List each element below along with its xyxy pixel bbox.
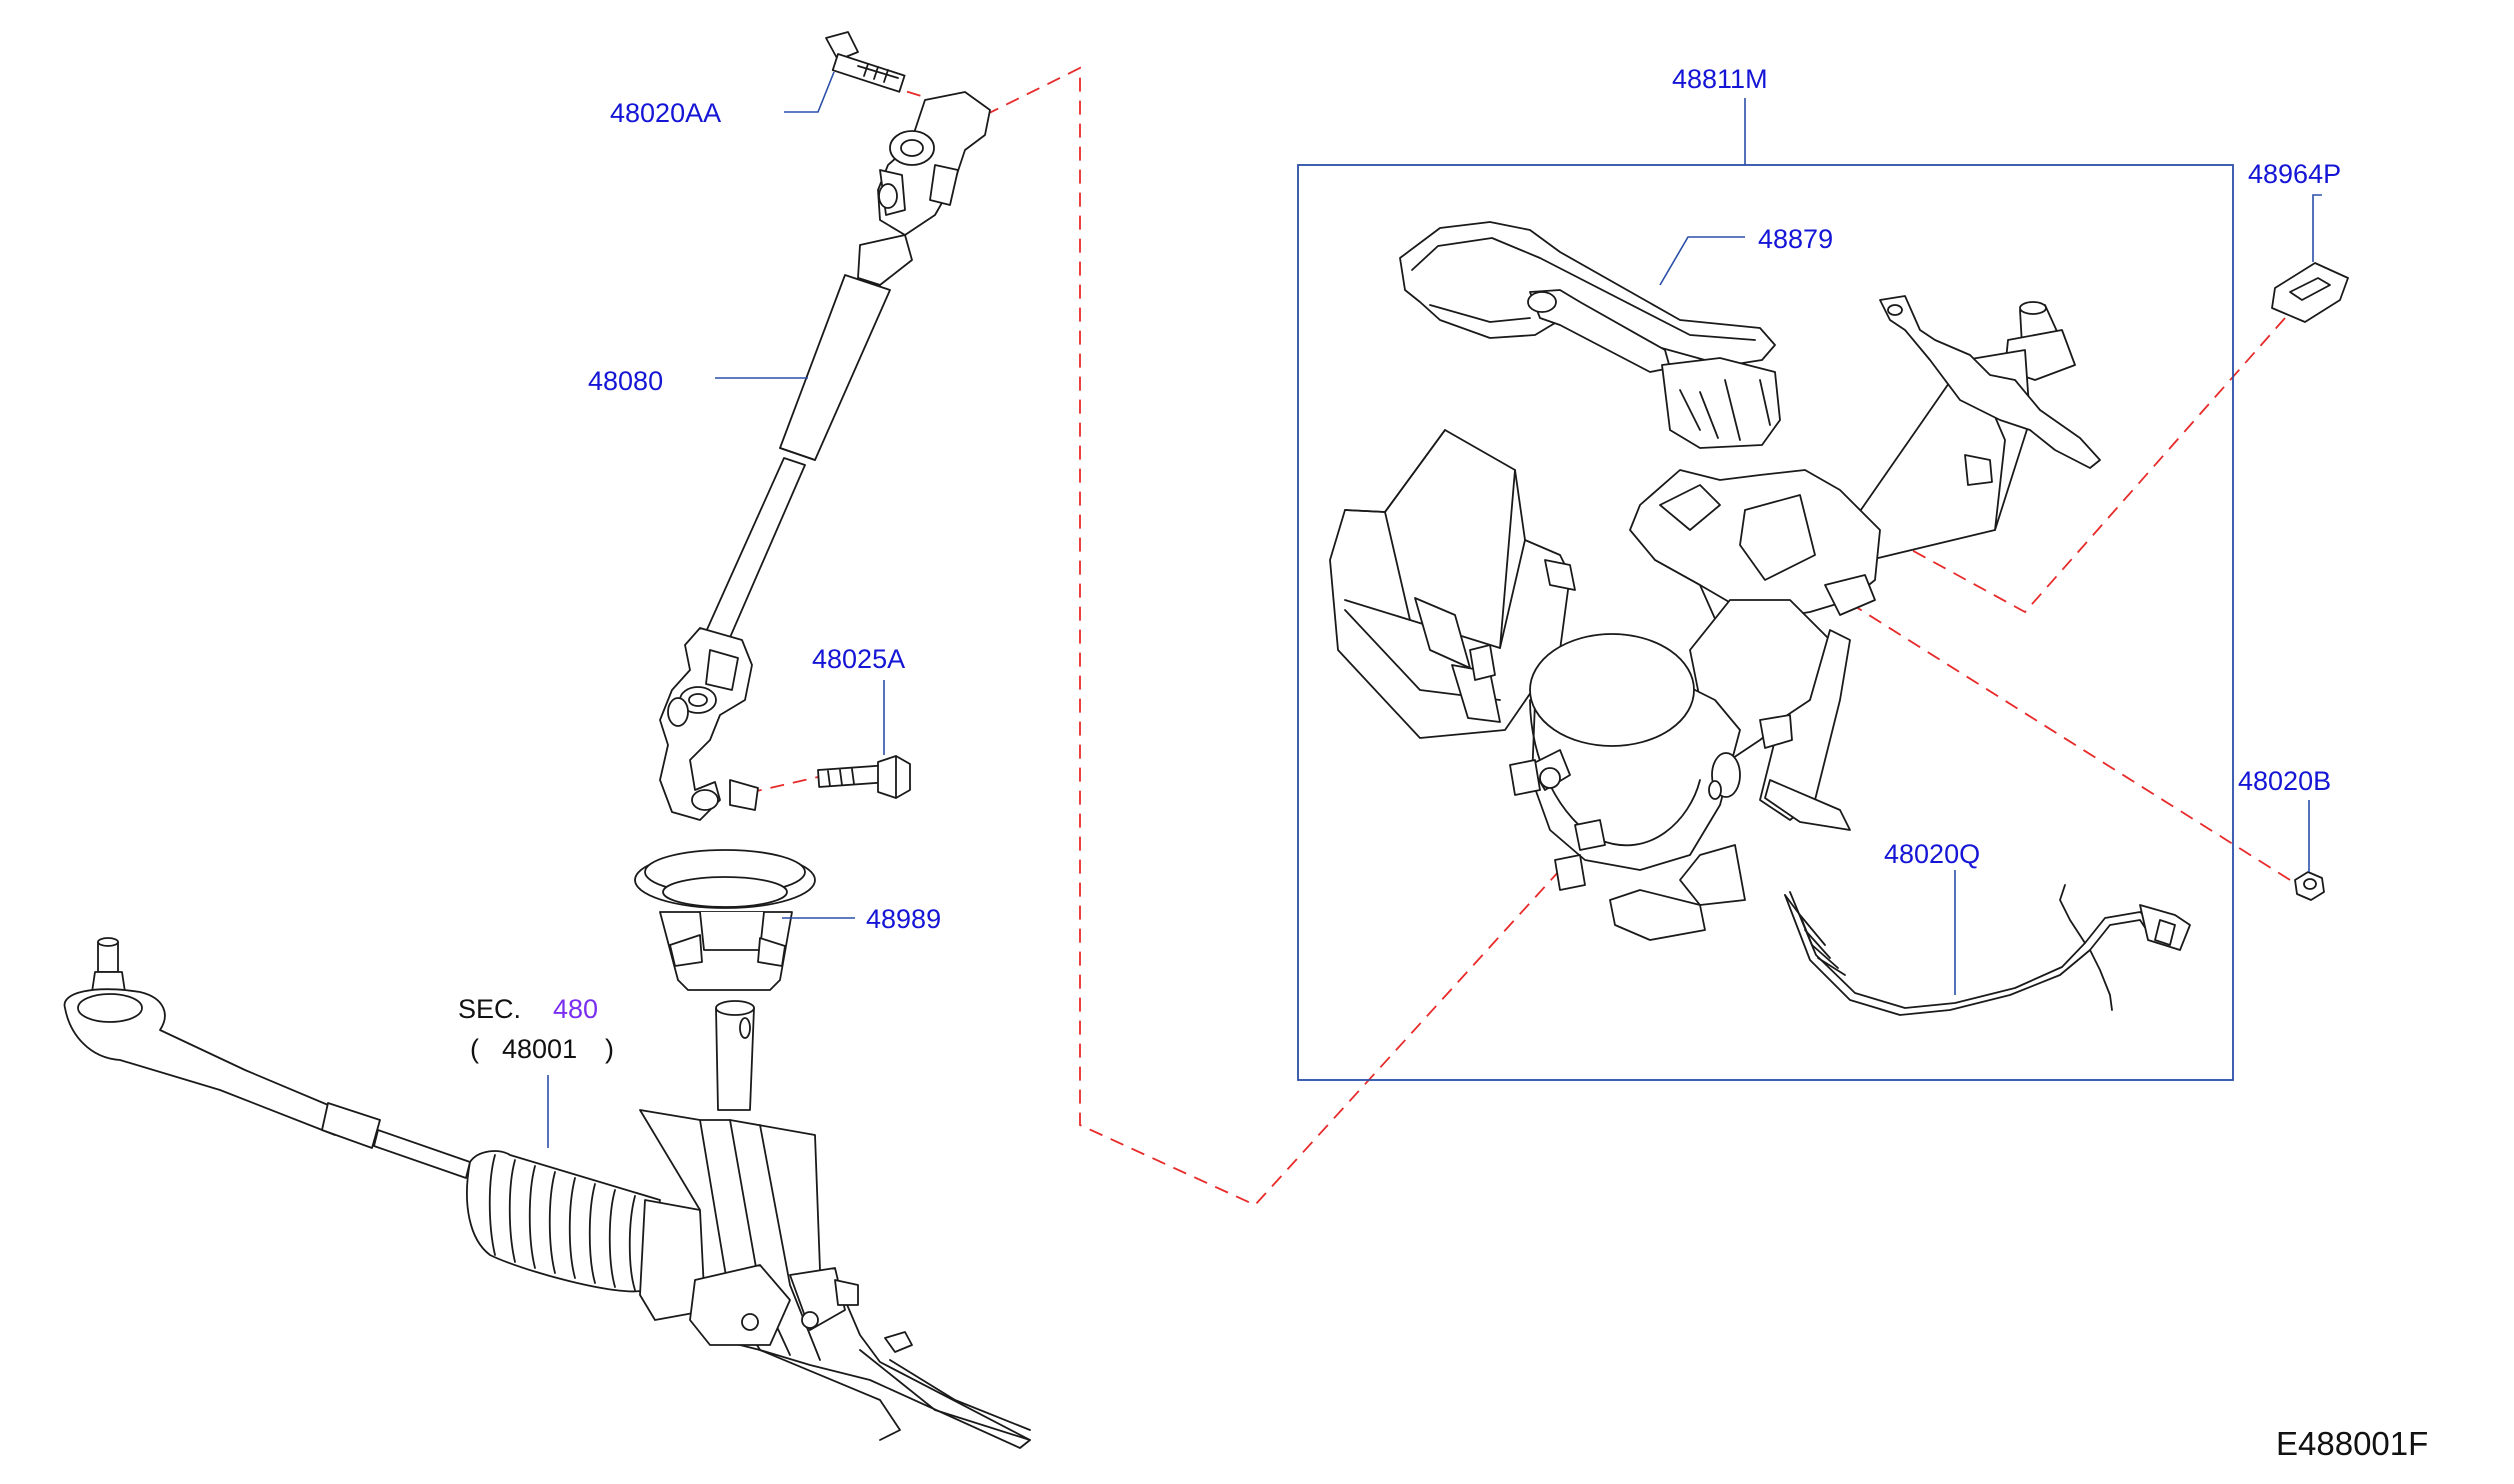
bolt-48025a	[817, 755, 911, 799]
section-close-paren: )	[605, 1034, 614, 1064]
label-48020aa: 48020AA	[610, 98, 721, 128]
section-open-paren: (	[470, 1034, 479, 1064]
harness-48020q	[1784, 884, 2191, 1016]
label-48811m: 48811M	[1672, 64, 1768, 94]
leader-48964p	[2312, 194, 2322, 262]
steering-gear	[63, 937, 1031, 1449]
dash-lower-bolt	[747, 776, 819, 794]
steering-column	[1509, 295, 2101, 941]
label-48879: 48879	[1758, 224, 1833, 254]
section-number-link[interactable]: 480	[553, 994, 598, 1024]
section-prefix: SEC.	[458, 994, 521, 1024]
column-assy-frame	[1297, 164, 2234, 1081]
nut-48020b	[2294, 871, 2325, 901]
clip-48964p	[2271, 262, 2349, 323]
dash-shaft-to-column	[964, 66, 1561, 1207]
bolt-48020aa	[825, 31, 906, 93]
label-48020b: 48020B	[2238, 766, 2331, 796]
leader-48020aa	[784, 71, 835, 113]
dash-clip-to-column	[1874, 317, 2286, 614]
leader-lines	[547, 71, 2322, 1148]
grommet-48989	[634, 849, 816, 991]
dash-nut-to-column	[1844, 599, 2291, 881]
part-labels: 48020AA 48080 48025A 48989 48811M 48879 …	[458, 64, 2428, 1462]
leader-48879	[1659, 236, 1745, 286]
label-48025a: 48025A	[812, 644, 905, 674]
diagram-code: E488001F	[2276, 1425, 2428, 1462]
label-48964p: 48964P	[2248, 159, 2341, 189]
shaft-48080	[659, 91, 991, 821]
label-48989: 48989	[866, 904, 941, 934]
bracket-48879	[1399, 221, 1781, 449]
section-part-number: 48001	[502, 1034, 577, 1064]
label-48020q: 48020Q	[1884, 839, 1980, 869]
label-48080: 48080	[588, 366, 663, 396]
ecu-module	[1329, 429, 1576, 739]
